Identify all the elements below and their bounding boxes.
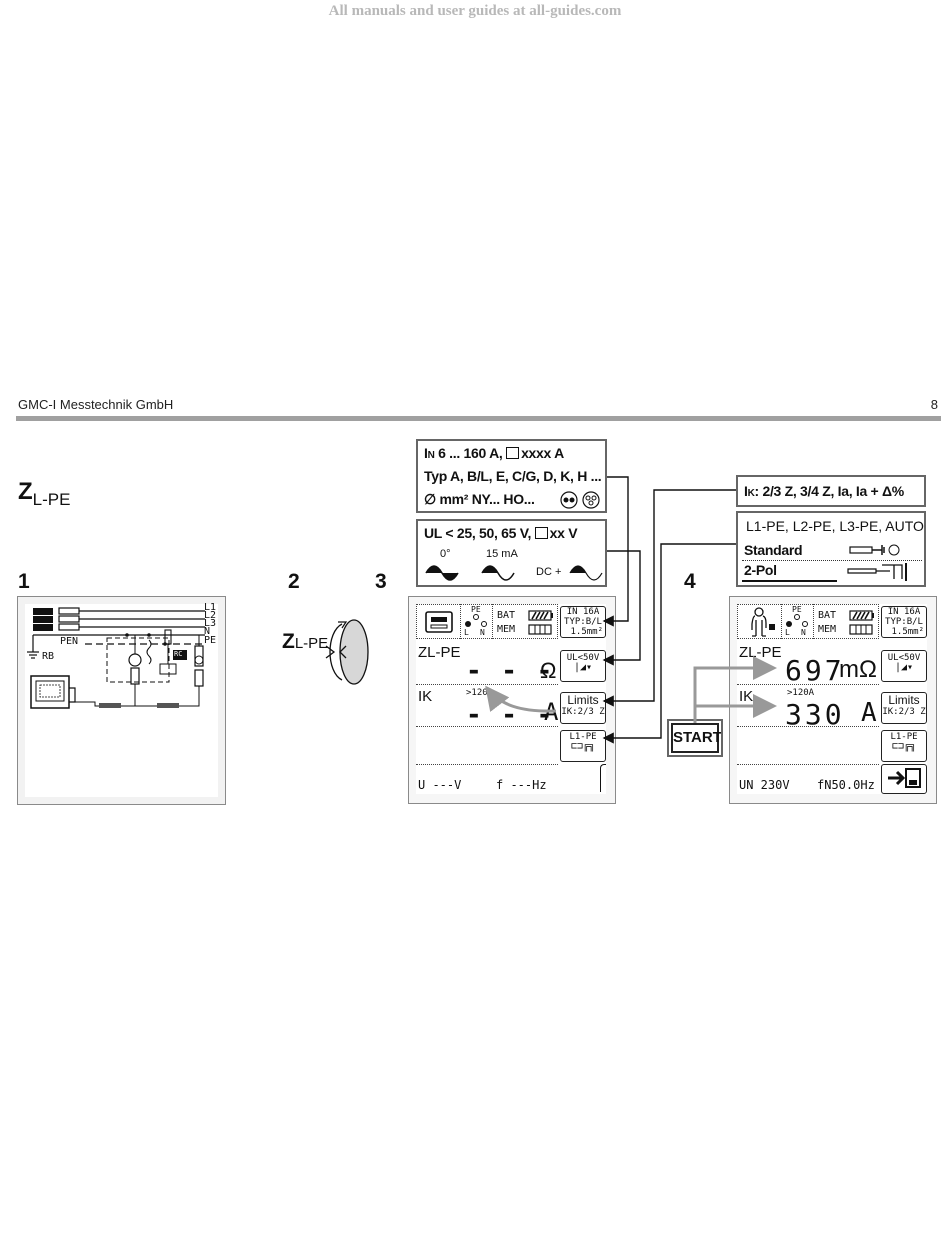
info-box-connection: L1-PE, L2-PE, L3-PE, AUTO Standard 2-Pol xyxy=(736,511,926,587)
connection-2pol: 2-Pol xyxy=(744,562,777,578)
lcd-mem-label: MEM xyxy=(818,624,837,635)
page-number: 8 xyxy=(930,397,938,412)
circuit-label-n: N xyxy=(204,626,211,637)
start-button[interactable]: START xyxy=(667,719,723,757)
lcd-z-unit: mΩ xyxy=(839,656,877,683)
lcd-mem-label: MEM xyxy=(497,624,516,635)
waveform-icons xyxy=(425,565,603,581)
lcd-z-unit: Ω xyxy=(540,658,557,683)
lcd-ik-range: >120A xyxy=(466,688,494,698)
socket-contacts-icon xyxy=(465,614,487,627)
probe-icon: ⊏⊐╔╗ xyxy=(570,741,596,752)
softkey-connection[interactable]: L1-PE ⊏⊐╔╗ xyxy=(881,730,927,762)
circuit-label-l3: L3 xyxy=(204,618,217,629)
socket-contacts-icon xyxy=(786,614,808,627)
lcd-frequency-readout: fN50.0Hz xyxy=(817,778,875,792)
probe-connector-icons xyxy=(847,544,907,581)
header-rule xyxy=(16,416,941,421)
lcd-z-value: - - - xyxy=(466,656,555,686)
circuit-diagram-icon xyxy=(27,607,205,709)
connection-underline xyxy=(742,580,837,582)
circuit-diagram-panel: L1 L2 L3 N PE PEN RB RC xyxy=(17,596,226,805)
edit-icon xyxy=(534,527,548,539)
circuit-label-pe: PE xyxy=(204,635,217,646)
info-conn-line1: L1-PE, L2-PE, L3-PE, AUTO xyxy=(746,518,924,534)
lcd-ik-label: IK xyxy=(418,688,433,705)
info-box-touch-voltage: UL < 25, 50, 65 V, xx V 0° 15 mA DC + xyxy=(416,519,607,587)
lcd-zlpe-label: ZL-PE xyxy=(418,644,461,661)
lcd-bat-label: BAT xyxy=(818,610,837,621)
rotary-symbol: Z xyxy=(282,630,295,653)
battery-memory-icon xyxy=(528,610,553,635)
info-in-line3: ∅ mm² NY... HO... xyxy=(424,491,535,507)
lcd-bat-label: BAT xyxy=(497,610,516,621)
info-in-line2: Typ A, B/L, E, C/G, D, K, H ... xyxy=(424,468,602,484)
circuit-label-l2: L2 xyxy=(204,610,217,621)
lcd-frequency-readout: f ---Hz xyxy=(496,778,547,792)
step-4-label: 4 xyxy=(684,570,696,593)
lcd-ik-unit: A xyxy=(861,698,877,728)
ramp-icon: |◢▾ xyxy=(894,662,914,673)
battery-memory-icon xyxy=(849,610,874,635)
lcd-status-row xyxy=(416,604,558,639)
waveform-label-15ma: 15 mA xyxy=(486,548,518,560)
section-symbol: Z xyxy=(18,478,33,505)
lcd-pe-label: PE xyxy=(471,605,481,614)
section-title: ZL-PE xyxy=(18,478,71,509)
edit-icon xyxy=(506,447,520,459)
cable-type-icon xyxy=(560,491,600,509)
lcd-pe-label: PE xyxy=(792,605,802,614)
step-1-label: 1 xyxy=(18,570,30,593)
save-to-memory-icon xyxy=(888,768,921,788)
softkey-connection[interactable]: L1-PE ⊏⊐╔╗ xyxy=(560,730,606,762)
company-name: GMC-I Messtechnik GmbH xyxy=(18,397,174,412)
lcd-l-label: L xyxy=(785,628,790,637)
lcd-n-label: N xyxy=(801,628,806,637)
probe-icon: ⊏⊐╔╗ xyxy=(891,741,917,752)
lcd-ik-range: >120A xyxy=(787,688,815,698)
section-subscript: L-PE xyxy=(32,490,71,509)
lcd-ik-value: 330 xyxy=(785,698,845,731)
lcd-bracket xyxy=(600,764,606,792)
connection-standard: Standard xyxy=(744,542,803,558)
lcd-voltage-readout: U ---V xyxy=(418,778,462,792)
lcd-l-label: L xyxy=(464,628,469,637)
circuit-label-rb: RB xyxy=(42,651,55,662)
ramp-icon: |◢▾ xyxy=(573,662,593,673)
info-ik-text: IK: 2/3 Z, 3/4 Z, Ia, Ia + Δ% xyxy=(744,483,904,499)
waveform-label-0deg: 0° xyxy=(440,548,451,560)
info-ul-line1: UL < 25, 50, 65 V, xx V xyxy=(424,525,578,541)
info-box-short-circuit: IK: 2/3 Z, 3/4 Z, Ia, Ia + Δ% xyxy=(736,475,926,507)
softkey-save[interactable] xyxy=(881,764,927,794)
lcd-ik-label: IK xyxy=(739,688,754,705)
connection-divider xyxy=(742,560,922,561)
softkey-touch-voltage[interactable]: UL<50V |◢▾ xyxy=(881,650,927,682)
lcd-z-value: 697 xyxy=(785,654,845,687)
softkey-touch-voltage[interactable]: UL<50V |◢▾ xyxy=(560,650,606,682)
step-3-label: 3 xyxy=(375,570,387,593)
lcd-voltage-readout: UN 230V xyxy=(739,778,790,792)
rotary-subscript: L-PE xyxy=(294,635,329,652)
breaker-icon xyxy=(425,611,453,633)
rotary-label: ZL-PE xyxy=(282,630,328,654)
info-box-nominal-current: IN 6 ... 160 A, xxxx A Typ A, B/L, E, C/… xyxy=(416,439,607,513)
circuit-label-pen: PEN xyxy=(60,636,79,647)
lcd-status-row xyxy=(737,604,879,639)
circuit-label-rc: RC xyxy=(174,650,183,658)
step-2-label: 2 xyxy=(288,570,300,593)
rotary-switch-icon[interactable] xyxy=(322,616,372,688)
person-touch-icon xyxy=(751,607,775,637)
waveform-label-dc: DC + xyxy=(536,566,562,578)
lcd-n-label: N xyxy=(480,628,485,637)
watermark: All manuals and user guides at all-guide… xyxy=(328,3,622,19)
circuit-label-l1: L1 xyxy=(204,602,217,613)
info-in-line1: IN 6 ... 160 A, xxxx A xyxy=(424,445,564,461)
